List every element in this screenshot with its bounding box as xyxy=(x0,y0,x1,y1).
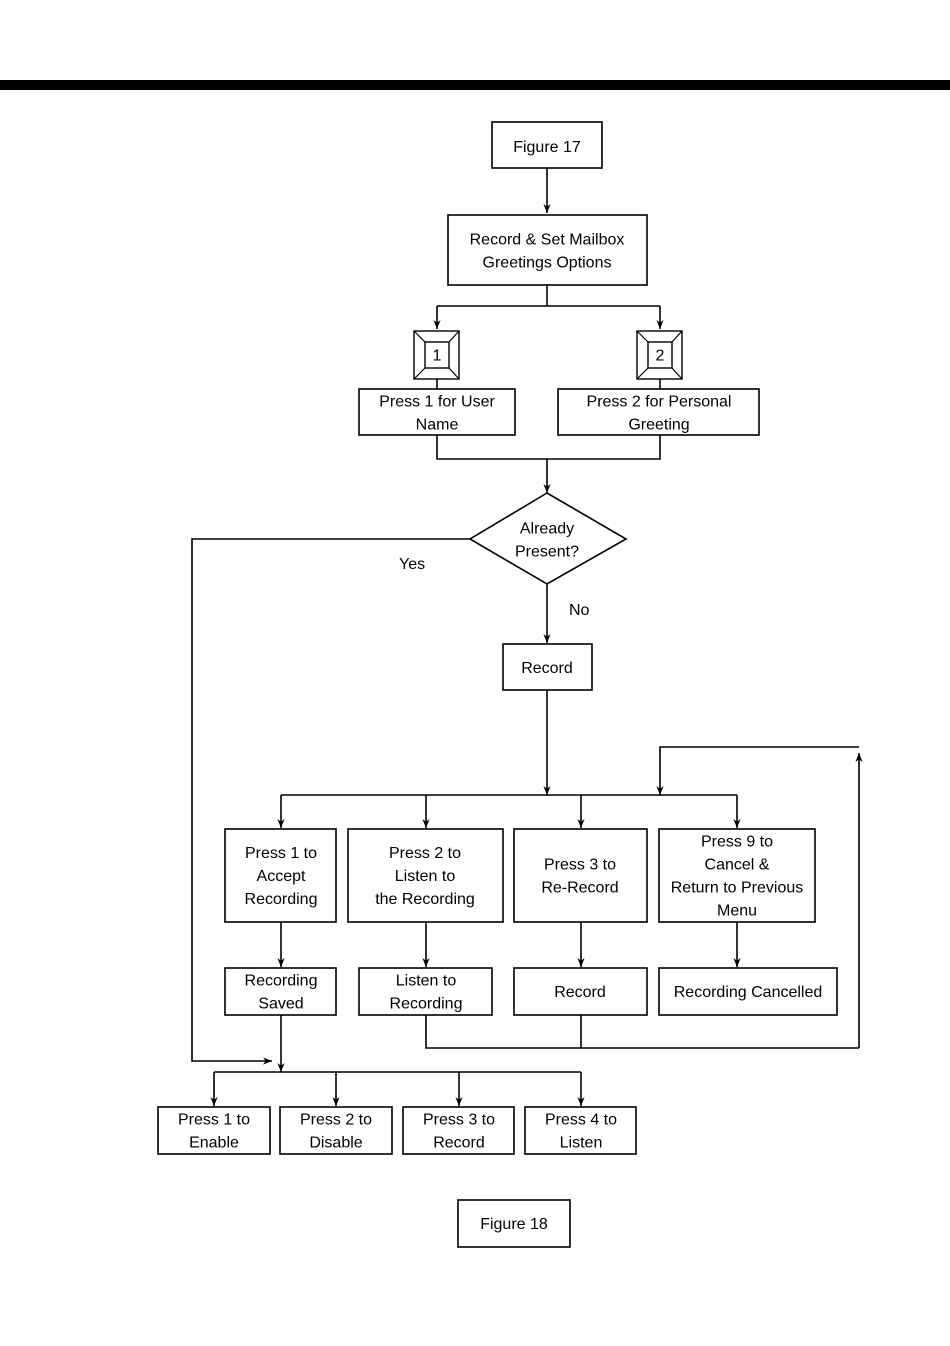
node-text-line: Present? xyxy=(515,543,579,560)
node-text-line: Enable xyxy=(189,1134,239,1151)
node-text-line: Press 3 to xyxy=(544,856,616,873)
node-text-line: Press 4 to xyxy=(545,1111,617,1128)
node-press2-disable: Press 2 to Disable xyxy=(279,1106,393,1155)
node-text-line: 1 xyxy=(433,347,442,364)
node-text-line: Re-Record xyxy=(541,879,618,896)
node-press3-record: Press 3 to Record xyxy=(402,1106,515,1155)
node-text-line: Already xyxy=(520,520,574,537)
node-press2-listen: Press 2 to Listen to the Recording xyxy=(347,828,504,923)
node-text-line: Recording xyxy=(390,995,463,1012)
node-text-line: Press 1 for User xyxy=(379,393,495,410)
node-text-line: Record xyxy=(433,1134,485,1151)
node-text-line: Record & Set Mailbox xyxy=(470,231,625,248)
node-text-line: Press 1 to xyxy=(245,845,317,862)
node-text-line: Menu xyxy=(717,902,757,919)
node-text-line: Name xyxy=(416,416,459,433)
edge-label-yes: Yes xyxy=(399,556,425,573)
node-text-line: Saved xyxy=(258,995,303,1012)
node-text-line: Press 2 for Personal xyxy=(587,393,732,410)
edge-merge-to-decision xyxy=(436,435,661,493)
node-text-line: Cancel & xyxy=(705,856,770,873)
node-text-line: Recording Cancelled xyxy=(674,984,823,1001)
node-figure-18: Figure 18 xyxy=(457,1199,571,1248)
node-press1-enable: Press 1 to Enable xyxy=(157,1106,271,1155)
node-text-line: Accept xyxy=(257,868,306,885)
node-text-line: Listen to xyxy=(395,868,456,885)
node-text-line: the Recording xyxy=(375,891,475,908)
node-figure-17: Figure 17 xyxy=(491,121,603,169)
node-text-line: Recording xyxy=(245,972,318,989)
header-rule xyxy=(0,80,950,90)
node-text-line: 2 xyxy=(656,347,665,364)
edge-loop-bottom xyxy=(425,1015,859,1049)
node-text-line: Press 3 to xyxy=(423,1111,495,1128)
keypad-1-icon xyxy=(413,330,460,380)
node-listen-to-recording: Listen to Recording xyxy=(358,967,493,1016)
node-text-line: Return to Previous xyxy=(671,879,804,896)
node-text-line: Recording xyxy=(245,891,318,908)
node-text-line: Disable xyxy=(309,1134,362,1151)
edge-decision-yes xyxy=(191,538,470,1065)
node-text-line: Press 2 to xyxy=(389,845,461,862)
node-text-line: Record xyxy=(554,984,606,1001)
key-label-1: 1 xyxy=(433,347,442,364)
node-text-line: Greetings Options xyxy=(483,254,612,271)
node-text-line: Press 2 to xyxy=(300,1111,372,1128)
node-press3-rerecord: Press 3 to Re-Record xyxy=(513,828,648,923)
node-text-line: Record xyxy=(521,660,573,677)
node-record-again: Record xyxy=(513,967,648,1016)
keypad-2-icon xyxy=(636,330,683,380)
node-text-line: Greeting xyxy=(628,416,689,433)
edge-split-to-key1 xyxy=(437,305,660,329)
edges xyxy=(191,168,863,1106)
node-recording-cancelled: Recording Cancelled xyxy=(658,967,838,1016)
node-text-line: Figure 18 xyxy=(480,1216,548,1233)
node-record: Record xyxy=(502,643,593,691)
node-text-line: Listen to xyxy=(396,972,457,989)
node-text-line: Listen xyxy=(560,1134,603,1151)
key-label-2: 2 xyxy=(656,347,665,364)
edge-label-no: No xyxy=(569,602,590,619)
node-text-line: Figure 17 xyxy=(513,139,581,156)
edge-loop-top xyxy=(656,746,859,795)
node-text-line: Press 9 to xyxy=(701,833,773,850)
node-text-line: Press 1 to xyxy=(178,1111,250,1128)
node-press4-listen: Press 4 to Listen xyxy=(524,1106,637,1155)
